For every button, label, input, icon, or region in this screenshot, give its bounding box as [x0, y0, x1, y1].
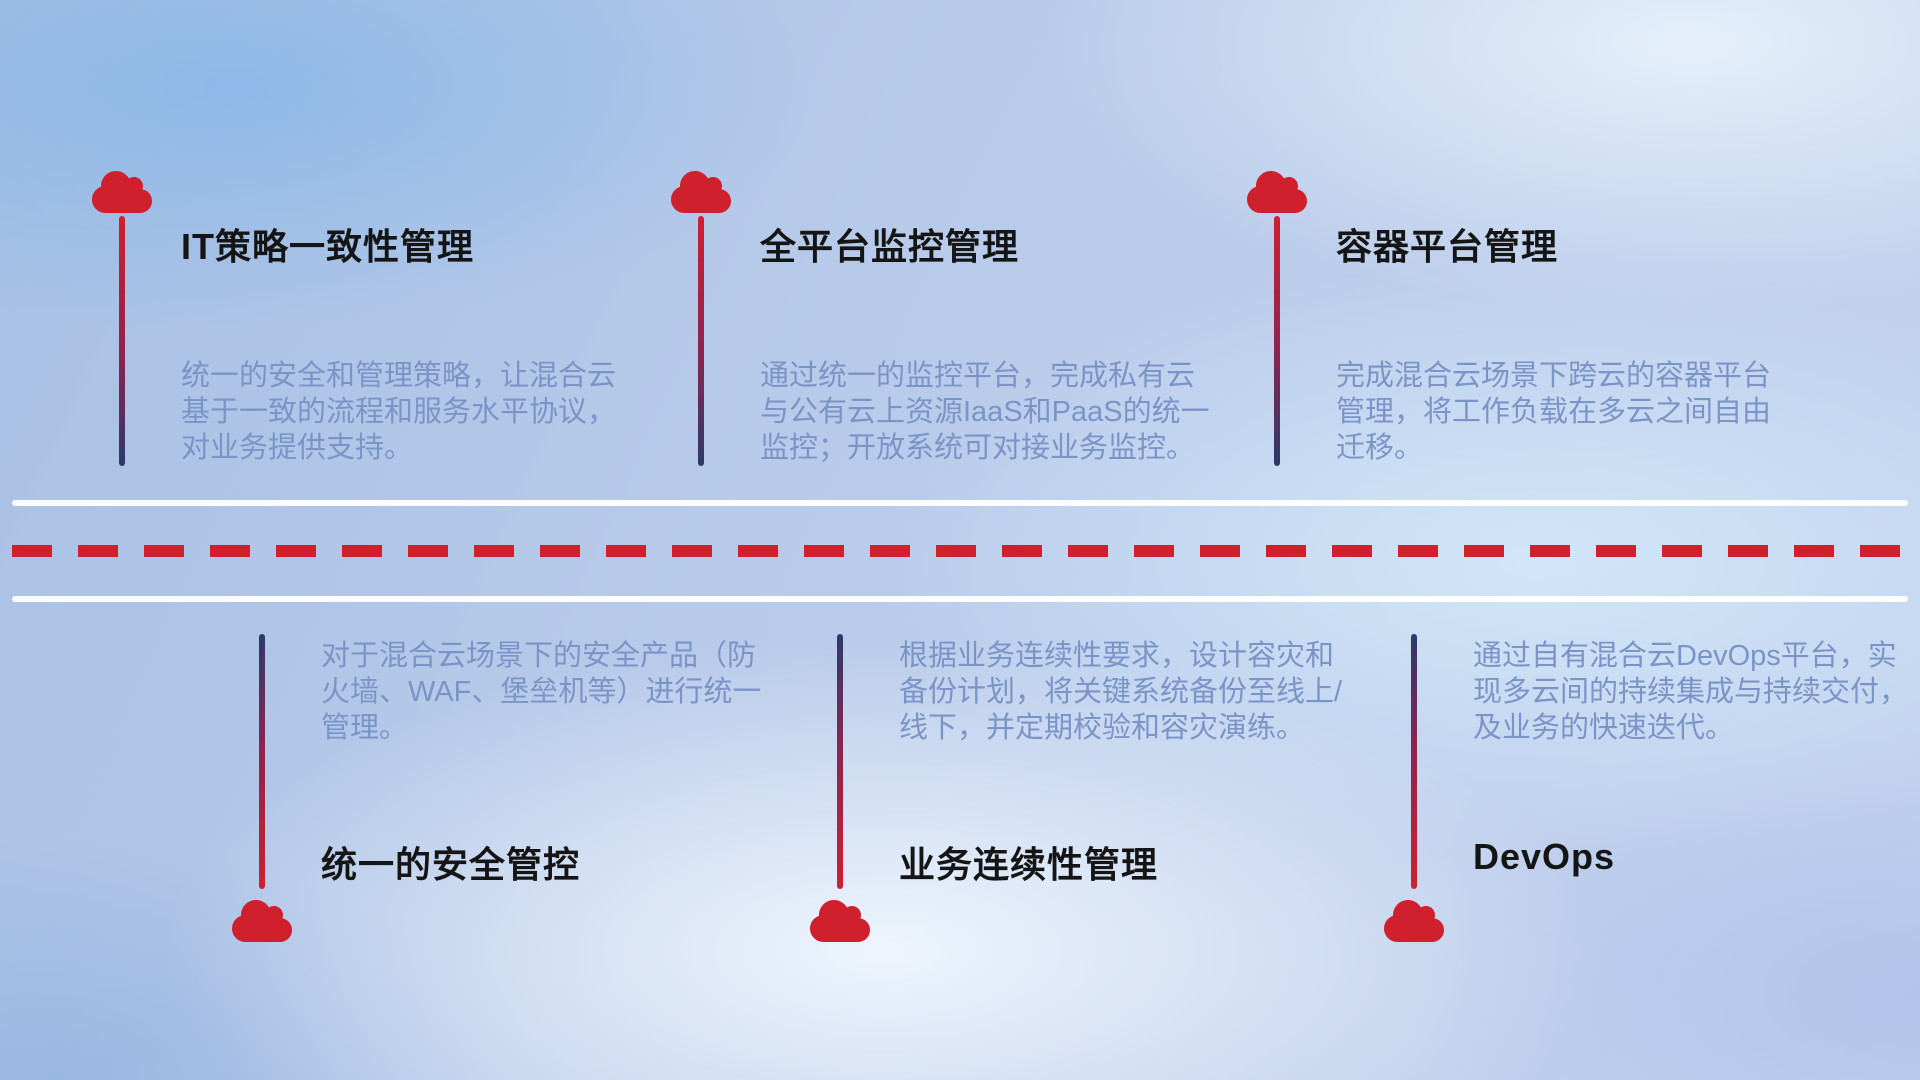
item-description: 对于混合云场景下的安全产品（防火墙、WAF、堡垒机等）进行统一管理。 [321, 640, 762, 744]
item-title: 业务连续性管理 [899, 844, 1159, 885]
timeline-stem [837, 634, 843, 889]
item-description: 通过统一的监控平台，完成私有云与公有云上资源IaaS和PaaS的统一监控；开放系… [760, 360, 1210, 464]
cloud-icon [1247, 171, 1307, 213]
item-description: 根据业务连续性要求，设计容灾和备份计划，将关键系统备份至线上/线下，并定期校验和… [899, 640, 1343, 744]
cloud-icon [92, 171, 152, 213]
item-title: DevOps [1473, 836, 1616, 877]
item-title: 容器平台管理 [1336, 226, 1559, 267]
item-title: IT策略一致性管理 [181, 226, 474, 267]
timeline-stem [698, 216, 704, 466]
item-title: 统一的安全管控 [321, 844, 581, 885]
item-description: 通过自有混合云DevOps平台，实现多云间的持续集成与持续交付，及业务的快速迭代… [1473, 640, 1909, 744]
cloud-icon [671, 171, 731, 213]
item-description: 统一的安全和管理策略，让混合云基于一致的流程和服务水平协议，对业务提供支持。 [181, 360, 617, 464]
item-title: 全平台监控管理 [760, 226, 1020, 267]
item-description: 完成混合云场景下跨云的容器平台管理，将工作负载在多云之间自由迁移。 [1336, 360, 1772, 464]
cloud-icon [810, 900, 870, 942]
road-line-bottom [12, 596, 1908, 602]
timeline-stem [259, 634, 265, 889]
cloud-icon [232, 900, 292, 942]
road-line-top [12, 500, 1908, 506]
timeline-stem [119, 216, 125, 466]
timeline-stem [1411, 634, 1417, 889]
timeline-stem [1274, 216, 1280, 466]
road-center-dashed-line [12, 545, 1908, 557]
cloud-icon [1384, 900, 1444, 942]
